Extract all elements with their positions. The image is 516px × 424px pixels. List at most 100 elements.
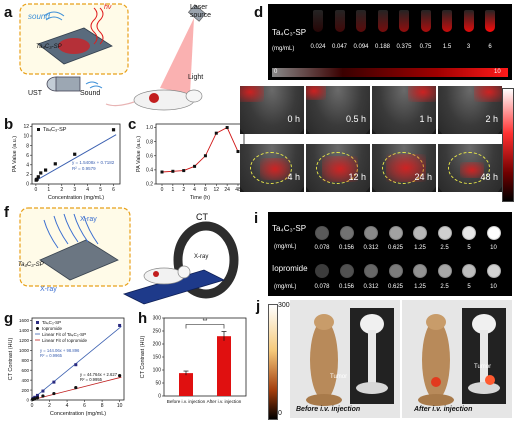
- y-tick-label: 6: [26, 153, 29, 159]
- caption-before: Before i.v. injection: [296, 406, 361, 413]
- y-tick-label: 0.6: [146, 153, 153, 159]
- ct-phantom-conc: 1.25: [414, 245, 426, 251]
- label-sound: sound: [28, 12, 50, 21]
- y-axis-label: PA Value (a.u.): [12, 136, 18, 172]
- y-tick-label: 1.0: [146, 125, 153, 131]
- ct-phantom-dot: [462, 264, 476, 278]
- y-tick-label: 600: [21, 368, 29, 373]
- data-point: [182, 169, 186, 173]
- y-tick-label: 100: [153, 368, 162, 374]
- label-agent-f: Ta₄C₃-SP: [18, 262, 44, 268]
- ct-imaging-schematic: [19, 207, 239, 305]
- y-tick-label: 12: [23, 124, 29, 130]
- bar: [217, 336, 231, 396]
- ct-phantom-conc: 0.312: [363, 245, 379, 251]
- pa-tube-conc: 0.188: [374, 44, 390, 50]
- data-point: [236, 150, 240, 154]
- ct-phantom-dot: [388, 264, 403, 278]
- pa-tube: [313, 10, 323, 32]
- plot-frame: [31, 123, 121, 185]
- pa-tube: [420, 10, 431, 32]
- data-point: [39, 171, 43, 175]
- label-ct: CT: [196, 212, 208, 222]
- legend-label: Ta₄C₃-SP: [43, 127, 67, 133]
- us-frame-4h: 4 h: [240, 144, 304, 192]
- data-point-s1: [118, 374, 122, 378]
- x-tick-label: 4: [66, 403, 69, 409]
- fit-equation: y = 144.06x + 98.896: [40, 348, 80, 353]
- x-tick-label: 12: [214, 187, 220, 193]
- colorbar-min: 0: [274, 69, 278, 75]
- y-tick-label: 0.8: [146, 139, 153, 145]
- data-point: [214, 131, 218, 135]
- ct-phantom-dot: [339, 264, 354, 278]
- y-tick-label: 0.4: [146, 168, 153, 174]
- ultrasound-timeline-grid: 0 h 0.5 h 1 h 2 h 4 h 12 h 24 h 48 h: [240, 86, 502, 208]
- data-point-s0: [35, 393, 39, 397]
- pa-tube: [442, 10, 452, 32]
- y-tick-label: 4: [26, 163, 29, 169]
- us-frame-2h: 2 h: [438, 86, 502, 134]
- x-tick-label: 24: [224, 187, 230, 193]
- x-tick-label: 10: [117, 403, 123, 409]
- label-xray-2: X-ray: [40, 286, 57, 293]
- ct-phantom-conc: 0.312: [363, 284, 379, 290]
- data-point-s1: [33, 397, 37, 401]
- us-frame-0.5h: 0.5 h: [306, 86, 370, 134]
- pa-tube: [485, 10, 495, 32]
- x-tick-label: 48: [235, 187, 241, 193]
- significance-bracket: [185, 324, 225, 329]
- data-point: [171, 169, 175, 173]
- x-tick-label: 1: [47, 187, 50, 193]
- pa-tube-conc: 3: [466, 44, 471, 50]
- x-axis-label: Concentration (mg/mL): [50, 411, 106, 417]
- y-tick-label: 1600: [19, 318, 30, 323]
- ct-phantom-dot: [315, 226, 329, 240]
- fit-equation: y = 1.5408x + 0.7182: [72, 160, 115, 165]
- data-point-s1: [52, 391, 56, 396]
- data-point: [43, 168, 48, 172]
- panel-label-j: j: [256, 298, 261, 315]
- x-tick-label: 1: [171, 187, 174, 193]
- x-axis-label: Time (h): [190, 195, 210, 201]
- panel-label-b: b: [4, 116, 14, 133]
- data-point: [35, 177, 39, 181]
- ct-phantom-dot: [364, 264, 378, 278]
- ct-phantom-dot: [462, 226, 476, 240]
- label-laser-source: Laser source: [190, 4, 212, 19]
- pa-tube-conc: 0.75: [419, 44, 432, 50]
- colorbar-max: 10: [494, 69, 501, 75]
- x-tick-label: 6: [112, 187, 115, 193]
- ct-colorbar-max: 300: [278, 302, 290, 309]
- legend-label: Linear Fit of Iopromide: [42, 338, 88, 343]
- legend-marker: [37, 128, 40, 131]
- ct-phantom-dot: [437, 226, 452, 240]
- pa-tube: [377, 10, 388, 32]
- legend-label: Ta₄C₃-SP: [42, 320, 61, 325]
- y-tick-label: 250: [153, 329, 162, 335]
- x-tick-label: 2: [182, 187, 185, 193]
- ct-phantom-dot: [339, 226, 354, 240]
- y-axis-label: PA Value (a.u.): [136, 136, 142, 172]
- y-tick-label: 1000: [19, 348, 30, 353]
- fit-r2: R² = 0.9579: [72, 166, 96, 171]
- x-tick-label: 0: [34, 187, 37, 193]
- pa-tube: [463, 10, 474, 32]
- data-point-s0: [52, 380, 56, 384]
- panel-label-h: h: [138, 310, 148, 327]
- pa-tube: [399, 10, 409, 32]
- ct-phantom-dot: [388, 226, 403, 240]
- panel-label-f: f: [4, 204, 9, 221]
- y-tick-label: 0: [158, 394, 161, 400]
- data-point-s1: [35, 396, 40, 400]
- ct-phantom-conc: 0.156: [338, 245, 354, 251]
- ct-colorbar: [268, 304, 278, 420]
- legend-marker: [36, 321, 39, 324]
- fit-r2: R² = 0.9955: [80, 377, 103, 382]
- y-tick-label: 10: [23, 134, 29, 140]
- ct-phantom-conc: 0.625: [387, 245, 403, 251]
